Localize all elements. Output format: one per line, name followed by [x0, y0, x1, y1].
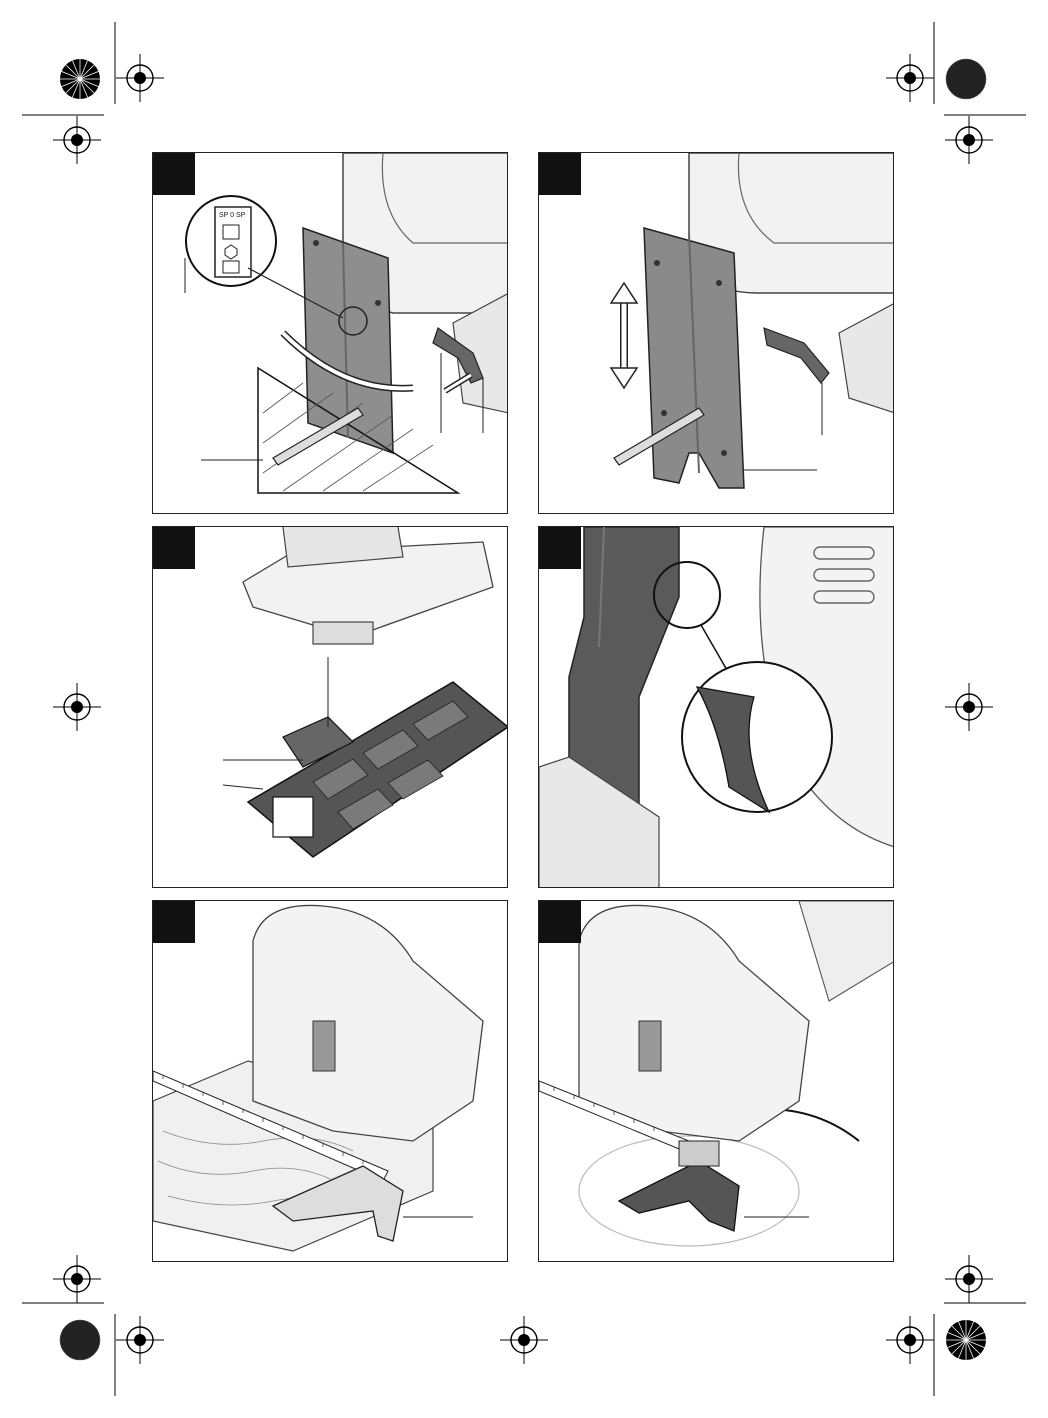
- figure-number-badge: [153, 153, 195, 195]
- registration-mark-icon: [886, 54, 934, 102]
- registration-mark-icon: [945, 116, 993, 164]
- registration-mark-icon: [945, 683, 993, 731]
- figure-panel-3: [152, 526, 508, 888]
- registration-mark-icon: [116, 1316, 164, 1364]
- registration-mark-icon: [886, 1316, 934, 1364]
- jigsaw-baseplate-vertical-illustration: [539, 153, 894, 514]
- figure-number-badge: [539, 527, 581, 569]
- starburst-icon: [60, 1320, 100, 1360]
- figure-panel-5: [152, 900, 508, 1262]
- registration-mark-icon: [945, 1255, 993, 1303]
- figure-number-badge: [539, 901, 581, 943]
- inset-scale-label: SP 0 SP: [219, 212, 246, 219]
- registration-mark-icon: [116, 54, 164, 102]
- registration-mark-icon: [53, 683, 101, 731]
- jigsaw-baseplate-bevel-illustration: SP 0 SP: [153, 153, 508, 514]
- circle-cutter-illustration: [539, 901, 894, 1262]
- figure-panel-2: [538, 152, 894, 514]
- dust-extraction-hose-illustration: [539, 527, 894, 888]
- parallel-guide-illustration: [153, 901, 508, 1262]
- figure-number-badge: [539, 153, 581, 195]
- registration-mark-icon: [53, 1255, 101, 1303]
- registration-mark-icon: [53, 116, 101, 164]
- figure-panel-6: [538, 900, 894, 1262]
- starburst-icon: [946, 1320, 986, 1360]
- starburst-icon: [946, 59, 986, 99]
- figure-panel-1: SP 0 SP: [152, 152, 508, 514]
- registration-mark-icon: [500, 1316, 548, 1364]
- figure-number-badge: [153, 901, 195, 943]
- starburst-icon: [60, 59, 100, 99]
- figure-panel-4: [538, 526, 894, 888]
- double-arrow-icon: [611, 283, 637, 388]
- baseplate-cover-illustration: [153, 527, 508, 888]
- figure-number-badge: [153, 527, 195, 569]
